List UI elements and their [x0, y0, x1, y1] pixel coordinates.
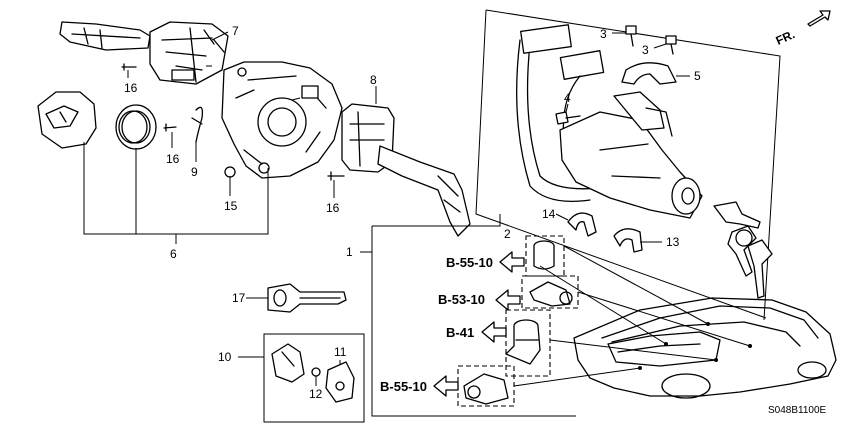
dash-box-3 — [505, 309, 551, 377]
screw-16b-icon — [163, 123, 177, 148]
callout-10: 10 — [218, 350, 232, 364]
callout-17: 17 — [232, 291, 246, 305]
callout-9: 9 — [191, 165, 198, 179]
clip-13-icon — [613, 228, 662, 253]
cylinder-10-icon — [271, 343, 305, 383]
screw-16c-icon — [327, 171, 345, 198]
bolt-3b-icon — [653, 35, 677, 55]
callout-6: 6 — [170, 247, 177, 261]
bolt-3a-icon — [612, 25, 637, 47]
dash-box-1 — [525, 235, 565, 277]
clip-9-icon — [191, 106, 204, 162]
callout-12: 12 — [309, 387, 323, 401]
callout-4: 4 — [564, 91, 571, 105]
ignition-keys-icon — [713, 201, 773, 299]
callout-11: 11 — [334, 345, 347, 359]
bolt-4-icon — [555, 103, 581, 125]
callout-13: 13 — [666, 235, 680, 249]
ref-arrow-2 — [495, 289, 521, 311]
callout-16b: 16 — [166, 152, 180, 166]
clip-14-icon — [555, 212, 597, 237]
turn-signal-switch-icon — [59, 21, 229, 85]
holder-11-icon — [325, 360, 355, 403]
callout-5: 5 — [694, 69, 701, 83]
group-box-10 — [263, 333, 365, 423]
door-cylinder-a-icon — [533, 240, 555, 270]
assembly-box-2 — [475, 9, 781, 321]
trunk-cylinder-icon — [529, 281, 573, 307]
callout-3b: 3 — [642, 43, 649, 57]
screw-12-icon — [311, 367, 321, 386]
ref-b-41: B-41 — [446, 325, 475, 340]
callout-8: 8 — [370, 73, 377, 87]
ref-b-55-10-a: B-55-10 — [446, 255, 493, 270]
cable-reel-ring-icon — [37, 91, 157, 150]
screw-15-icon — [224, 166, 236, 196]
diagram-code: S048B1100E — [768, 405, 827, 416]
key-17-icon — [246, 283, 347, 313]
callout-2: 2 — [504, 227, 511, 241]
steering-lock-icon — [516, 24, 703, 219]
ref-b-53-10: B-53-10 — [438, 292, 485, 307]
door-cylinder-b-icon — [463, 373, 509, 405]
ref-arrow-4 — [433, 375, 459, 397]
callout-16a: 16 — [124, 81, 138, 95]
callout-1: 1 — [346, 245, 353, 259]
callout-16c: 16 — [326, 201, 340, 215]
ref-arrow-3 — [481, 321, 507, 343]
fr-arrow-icon — [807, 10, 831, 27]
ref-b-55-10-b: B-55-10 — [380, 379, 427, 394]
ref-arrow-1 — [499, 251, 525, 273]
leader-lines — [513, 245, 751, 387]
clamp-5-icon — [621, 62, 690, 85]
screw-16a-icon — [121, 63, 137, 78]
assembly-box-1 — [371, 214, 576, 417]
callout-14: 14 — [542, 207, 556, 221]
ignition-cylinder-icon — [505, 319, 541, 365]
combination-switch-body-icon — [221, 61, 343, 179]
callout-15: 15 — [224, 199, 238, 213]
callout-7: 7 — [232, 24, 239, 38]
wiper-switch-icon — [341, 103, 471, 237]
callout-3a: 3 — [600, 27, 607, 41]
bracket-6-lines — [83, 142, 269, 244]
label-leaders — [206, 31, 377, 104]
